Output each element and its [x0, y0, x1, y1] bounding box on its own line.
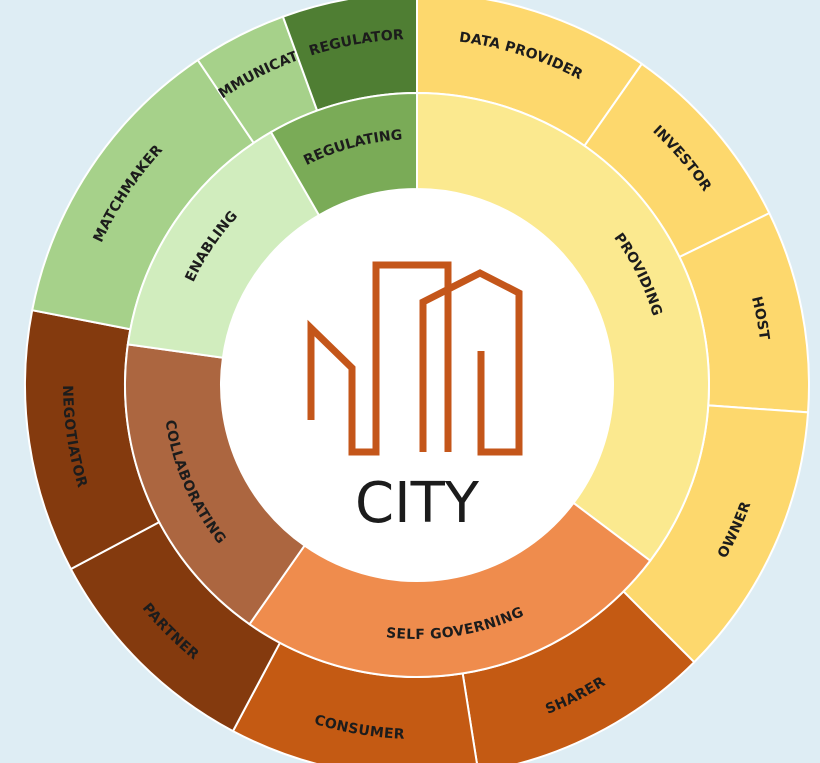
center-circle: [221, 189, 613, 581]
inner_ring-segment-providing: [416, 91, 710, 563]
city-buildings-logo: [307, 261, 523, 456]
center-title: CITY: [355, 471, 480, 536]
